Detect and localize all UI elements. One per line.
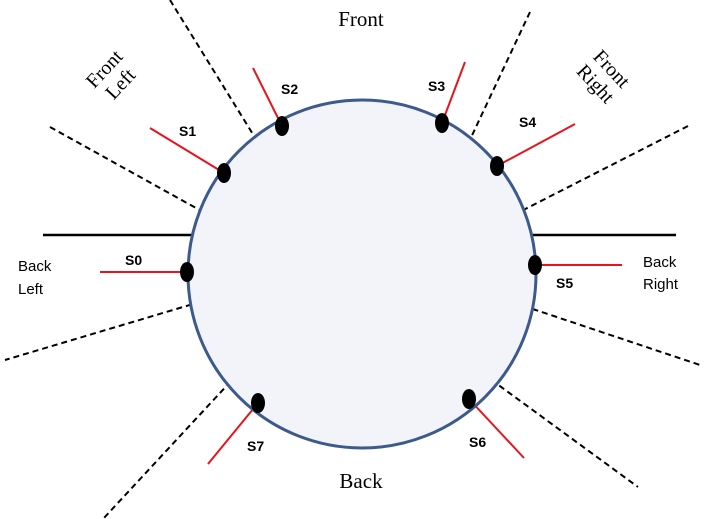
sensor-label-s5: S5 [556,275,573,291]
sensor-dot-s7 [251,393,265,413]
sensor-dot-s3 [435,113,449,133]
sensor-line-s6 [468,398,525,459]
label-back-left-line1: Back [18,258,52,275]
boundary-back-left-upper [4,292,231,361]
sensor-label-s1: S1 [179,123,196,139]
boundary-back-left-lower [102,351,259,519]
sensor-line-s4 [496,123,576,167]
sensor-label-s4: S4 [519,114,536,130]
boundary-back-right-upper [484,292,701,366]
sensor-label-s3: S3 [428,78,445,94]
sensor-label-s6: S6 [469,434,486,450]
sensor-label-s7: S7 [247,438,264,454]
label-front: Front [338,7,384,31]
sensor-line-s3 [441,61,466,124]
sensor-dot-s0 [180,262,194,282]
sensor-label-s0: S0 [125,252,142,268]
sensor-line-s1 [149,127,225,174]
label-front-right: Front Right [572,46,634,108]
sensor-dots [180,113,542,413]
label-back-right-line2: Right [643,276,679,293]
sensor-dot-s6 [462,389,476,409]
sensor-line-s7 [207,402,259,465]
sensor-label-s2: S2 [281,81,298,97]
sensor-dot-s2 [275,116,289,136]
sensor-dot-s1 [217,163,231,183]
sensor-lines [100,61,622,465]
label-back-left-line2: Left [18,281,44,298]
sensor-dot-s5 [528,255,542,275]
label-back-right-line1: Back [643,254,677,271]
label-front-left: Front Left [82,46,141,104]
label-back: Back [339,469,383,493]
sensor-line-s2 [252,67,283,127]
sensor-dot-s4 [490,156,504,176]
robot-body [186,98,538,450]
